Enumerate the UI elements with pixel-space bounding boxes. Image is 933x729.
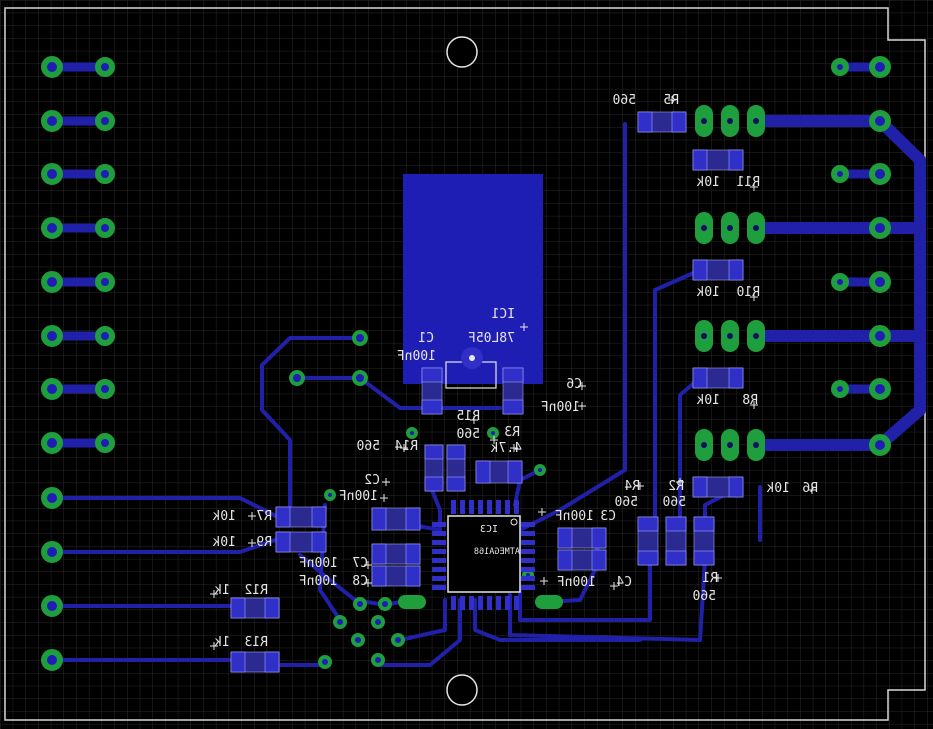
r9-value-label: 10k [212, 535, 236, 550]
c6-value-label: 100nF [541, 400, 580, 415]
oval-vias [398, 595, 563, 609]
c4-value-label: 100nF [557, 575, 596, 590]
mounting-hole-top [446, 36, 478, 68]
right-header-pads [831, 56, 891, 456]
c2-name-label: C2 [364, 473, 380, 488]
c1-name-label: C1 [418, 331, 434, 346]
r2-name-label: R2 [668, 479, 684, 494]
c2-value-label: 100nF [339, 489, 378, 504]
r10-value-label: 10k [696, 285, 720, 300]
r6-name-label: R6 [802, 481, 818, 496]
polarity-marks [210, 96, 816, 650]
ic3-value-label: ATMEGA168 [474, 547, 520, 557]
r4-value-label: 560 [615, 495, 638, 510]
r15-value-label: 560 [457, 427, 480, 442]
smd-parts [230, 111, 744, 673]
c7-name-label: C7 [352, 556, 368, 571]
r14-name-label: R14 [394, 439, 418, 454]
c7-value-label: 100nF [299, 556, 338, 571]
r7-value-label: 10k [212, 509, 236, 524]
r5-value-label: 560 [613, 93, 636, 108]
r11-value-label: 10k [696, 175, 720, 190]
r3-name-label: R3 [504, 425, 520, 440]
r12-name-label: R12 [245, 583, 268, 598]
r11-name-label: R11 [737, 175, 760, 190]
c3-name-label: C3 [600, 509, 616, 524]
c1-value-label: 100nF [397, 349, 436, 364]
ic3-package [432, 500, 535, 610]
left-header-pads [41, 56, 115, 671]
c3-value-label: 100nF [555, 509, 594, 524]
r10-name-label: R10 [737, 285, 760, 300]
ic1-name-label: IC1 [492, 307, 515, 322]
r8-value-label: 10k [696, 393, 720, 408]
ic1-value-label: 78L05F [468, 331, 515, 346]
ic3-name-label: IC3 [480, 524, 498, 535]
r1-name-label: R1 [702, 571, 718, 586]
r12-value-label: 1k [214, 583, 230, 598]
r6-value-label: 10k [766, 481, 790, 496]
r14-value-label: 560 [357, 439, 380, 454]
c6-name-label: C6 [566, 377, 582, 392]
r7-name-label: R7 [256, 509, 272, 524]
r13-value-label: 1k [214, 635, 230, 650]
r9-name-label: R9 [256, 535, 272, 550]
r13-name-label: R13 [245, 635, 268, 650]
c4-name-label: C4 [616, 575, 632, 590]
c8-name-label: C8 [352, 574, 368, 589]
r2-value-label: 560 [663, 495, 686, 510]
board-outline [4, 7, 926, 721]
mounting-hole-bottom [446, 674, 478, 706]
c8-value-label: 100nF [299, 574, 338, 589]
r1-value-label: 560 [693, 589, 716, 604]
r4-name-label: R4 [624, 479, 640, 494]
r15-name-label: R15 [457, 409, 480, 424]
r8-name-label: R8 [742, 393, 758, 408]
